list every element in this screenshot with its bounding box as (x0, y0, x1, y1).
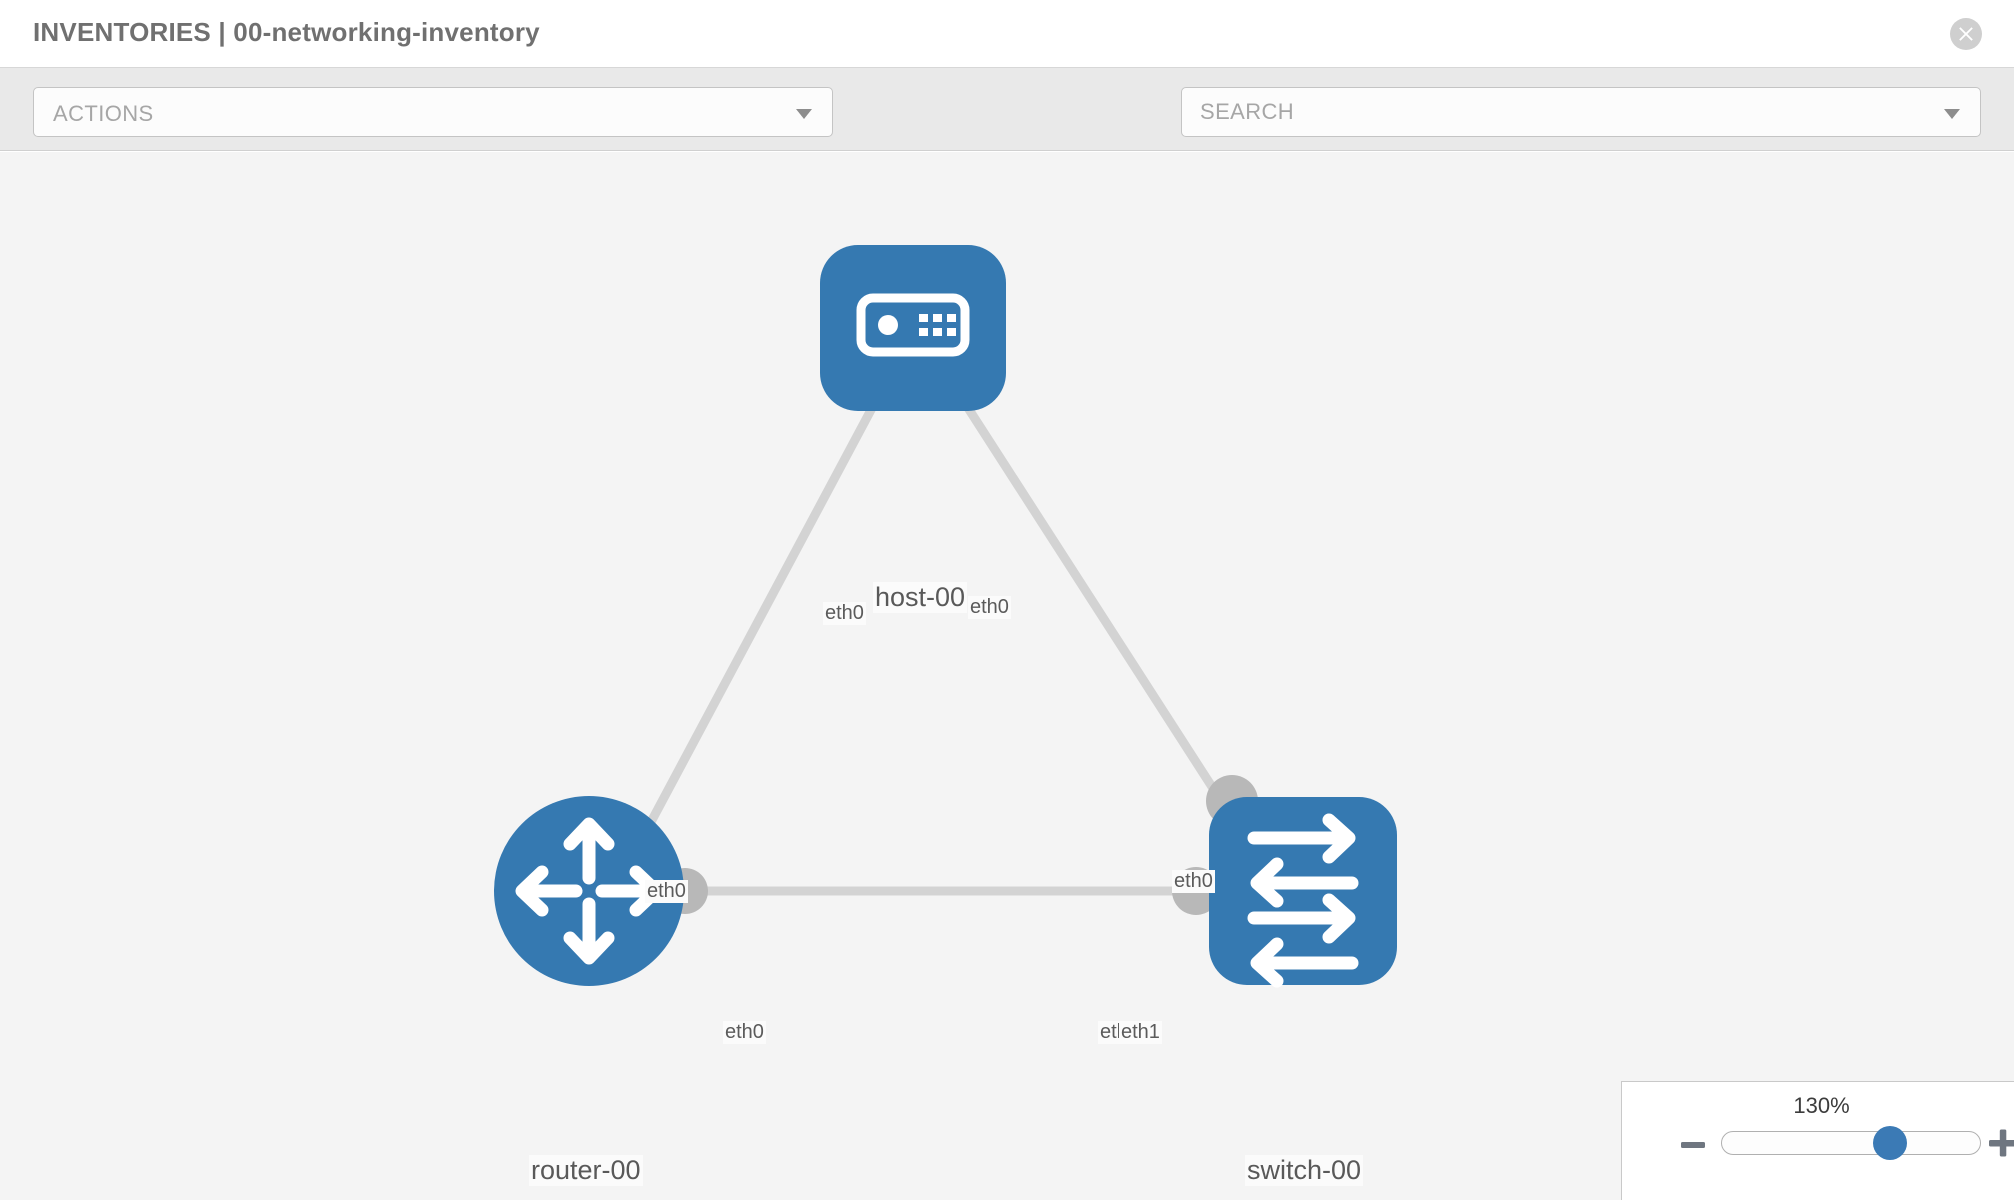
chevron-down-icon (796, 109, 812, 119)
node-switch-00 (1209, 797, 1397, 988)
page-header: INVENTORIES | 00-networking-inventory (0, 0, 2014, 68)
zoom-control-panel: 130% (1621, 1081, 2014, 1200)
topology-graph (494, 245, 1397, 988)
node-router-00 (494, 796, 684, 986)
link-label-host00-eth0-left: eth0 (823, 602, 866, 625)
node-host-00 (820, 245, 1006, 411)
topology-canvas[interactable]: host-00 router-00 switch-00 eth0 eth0 et… (0, 152, 2014, 1200)
chevron-down-icon[interactable] (1944, 109, 1960, 119)
node-label-host-00: host-00 (873, 582, 968, 613)
actions-dropdown-label: ACTIONS (53, 101, 154, 126)
node-label-router-00: router-00 (529, 1155, 643, 1186)
link-label-router00-host00-eth0: eth0 (645, 880, 688, 903)
link-label-router00-eth0: eth0 (723, 1021, 766, 1044)
zoom-slider[interactable] (1721, 1126, 1981, 1160)
zoom-slider-thumb[interactable] (1873, 1126, 1907, 1160)
close-icon[interactable] (1950, 18, 1982, 50)
server-icon (856, 293, 970, 357)
topology-endpoints (662, 327, 1258, 915)
zoom-in-button[interactable] (1988, 1128, 2014, 1158)
zoom-out-button[interactable] (1680, 1132, 1706, 1158)
page-title: INVENTORIES | 00-networking-inventory (33, 17, 540, 47)
zoom-level-label: 130% (1793, 1093, 1850, 1118)
link-label-host00-eth0-right: eth0 (968, 596, 1011, 619)
switch-arrows-icon (1247, 813, 1359, 988)
search-field-wrapper[interactable] (1181, 87, 1981, 137)
actions-dropdown[interactable]: ACTIONS (33, 87, 833, 137)
link-label-switch00-eth1: eth1 (1119, 1021, 1162, 1044)
toolbar: ACTIONS (0, 68, 2014, 196)
search-input[interactable] (1200, 88, 1900, 136)
topology-links (616, 377, 1276, 896)
link-host00-router00 (616, 377, 891, 883)
link-label-switch00-host00-eth0: eth0 (1172, 870, 1215, 893)
node-label-switch-00: switch-00 (1245, 1155, 1364, 1186)
